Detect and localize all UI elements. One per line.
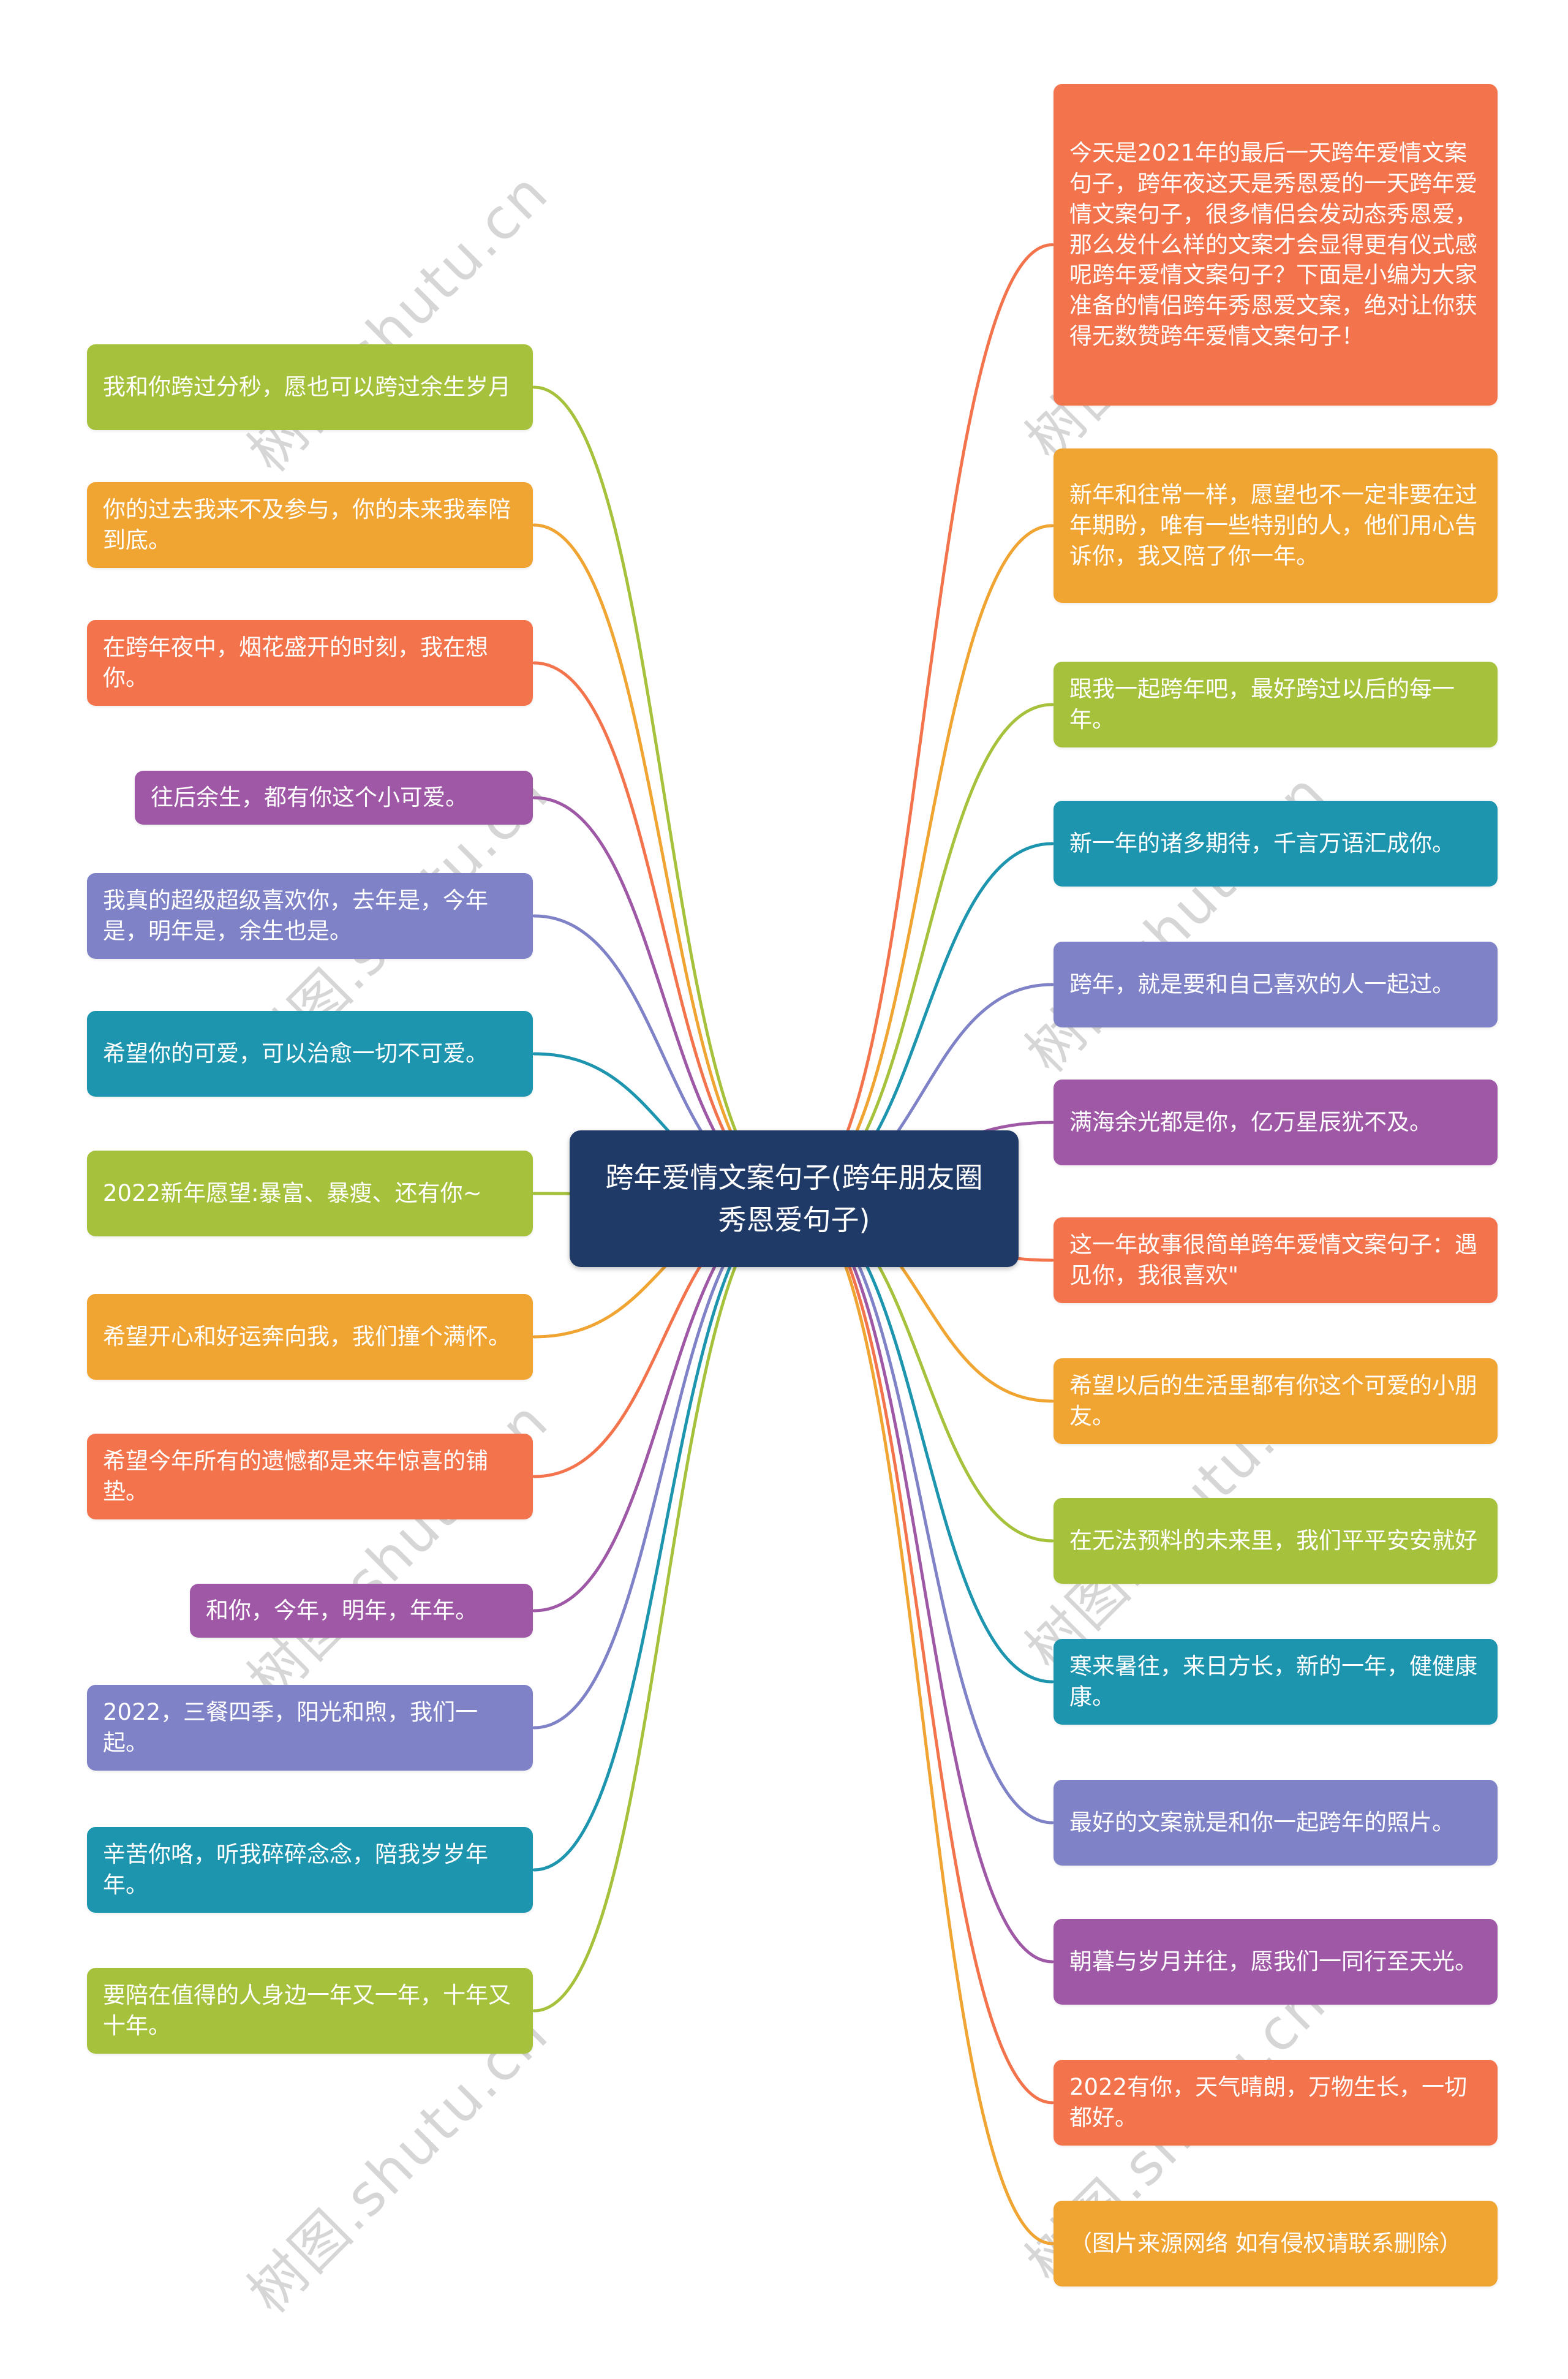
node-text: 满海余光都是你，亿万星辰犹不及。 — [1069, 1109, 1432, 1136]
mindmap-node-right-5[interactable]: 跨年，就是要和自己喜欢的人一起过。 — [1054, 942, 1498, 1027]
node-text: 希望开心和好运奔向我，我们撞个满怀。 — [103, 1323, 511, 1350]
node-text: 要陪在值得的人身边一年又一年，十年又十年。 — [103, 1982, 511, 2039]
node-text: 新一年的诸多期待，千言万语汇成你。 — [1069, 830, 1455, 857]
node-text: 跟我一起跨年吧，最好跨过以后的每一年。 — [1069, 676, 1455, 733]
connector-curve — [792, 1197, 1054, 2105]
central-topic-node[interactable]: 跨年爱情文案句子(跨年朋友圈秀恩爱句子) — [570, 1130, 1019, 1267]
mindmap-node-right-12[interactable]: 朝暮与岁月并往，愿我们一同行至天光。 — [1054, 1919, 1498, 2005]
mindmap-node-right-11[interactable]: 最好的文案就是和你一起跨年的照片。 — [1054, 1780, 1498, 1866]
node-text: 希望今年所有的遗憾都是来年惊喜的铺垫。 — [103, 1448, 488, 1505]
node-text: 希望以后的生活里都有你这个可爱的小朋友。 — [1069, 1372, 1477, 1429]
mindmap-node-left-2[interactable]: 你的过去我来不及参与，你的未来我奉陪到底。 — [87, 482, 533, 568]
mindmap-node-left-10[interactable]: 和你，今年，明年，年年。 — [190, 1584, 533, 1638]
mindmap-node-left-13[interactable]: 要陪在值得的人身边一年又一年，十年又十年。 — [87, 1968, 533, 2054]
connector-curve — [532, 385, 796, 1200]
mindmap-node-left-8[interactable]: 希望开心和好运奔向我，我们撞个满怀。 — [87, 1294, 533, 1380]
central-topic-label: 跨年爱情文案句子(跨年朋友圈秀恩爱句子) — [605, 1160, 983, 1236]
node-text: 辛苦你咯，听我碎碎念念，陪我岁岁年年。 — [103, 1841, 488, 1898]
node-text: 朝暮与岁月并往，愿我们一同行至天光。 — [1069, 1948, 1477, 1975]
node-text: 我和你跨过分秒，愿也可以跨过余生岁月 — [103, 374, 511, 401]
mindmap-node-right-10[interactable]: 寒来暑往，来日方长，新的一年，健健康康。 — [1054, 1639, 1498, 1725]
node-text: 新年和往常一样，愿望也不一定非要在过年期盼，唯有一些特别的人，他们用心告诉你，我… — [1069, 482, 1477, 569]
mindmap-node-left-9[interactable]: 希望今年所有的遗憾都是来年惊喜的铺垫。 — [87, 1434, 533, 1519]
node-text: 你的过去我来不及参与，你的未来我奉陪到底。 — [103, 496, 511, 553]
node-text: 这一年故事很简单跨年爱情文案句子：遇见你，我很喜欢" — [1069, 1231, 1477, 1288]
mindmap-node-left-5[interactable]: 我真的超级超级喜欢你，去年是，今年是，明年是，余生也是。 — [87, 873, 533, 959]
mindmap-node-right-14[interactable]: （图片来源网络 如有侵权请联系删除） — [1054, 2201, 1498, 2286]
mindmap-node-right-3[interactable]: 跟我一起跨年吧，最好跨过以后的每一年。 — [1054, 662, 1498, 747]
mindmap-node-left-6[interactable]: 希望你的可爱，可以治愈一切不可爱。 — [87, 1011, 533, 1097]
node-text: 跨年，就是要和自己喜欢的人一起过。 — [1069, 971, 1455, 998]
node-text: 往后余生，都有你这个小可爱。 — [151, 784, 468, 811]
node-text: 在跨年夜中，烟花盛开的时刻，我在想你。 — [103, 634, 488, 691]
mindmap-node-left-11[interactable]: 2022，三餐四季，阳光和煦，我们一起。 — [87, 1685, 533, 1771]
mindmap-node-right-2[interactable]: 新年和往常一样，愿望也不一定非要在过年期盼，唯有一些特别的人，他们用心告诉你，我… — [1054, 448, 1498, 603]
node-text: （图片来源网络 如有侵权请联系删除） — [1069, 2230, 1462, 2257]
mindmap-node-right-6[interactable]: 满海余光都是你，亿万星辰犹不及。 — [1054, 1080, 1498, 1165]
mindmap-node-left-1[interactable]: 我和你跨过分秒，愿也可以跨过余生岁月 — [87, 344, 533, 430]
mindmap-node-left-4[interactable]: 往后余生，都有你这个小可爱。 — [135, 771, 533, 825]
mindmap-node-right-13[interactable]: 2022有你，天气晴朗，万物生长，一切都好。 — [1054, 2060, 1498, 2146]
mindmap-node-right-4[interactable]: 新一年的诸多期待，千言万语汇成你。 — [1054, 801, 1498, 887]
connector-curve — [532, 523, 796, 1200]
node-text: 我真的超级超级喜欢你，去年是，今年是，明年是，余生也是。 — [103, 887, 488, 944]
mindmap-node-right-7[interactable]: 这一年故事很简单跨年爱情文案句子：遇见你，我很喜欢" — [1054, 1217, 1498, 1303]
mindmap-node-right-1[interactable]: 今天是2021年的最后一天跨年爱情文案句子，跨年夜这天是秀恩爱的一天跨年爱情文案… — [1054, 84, 1498, 406]
mindmap-node-right-8[interactable]: 希望以后的生活里都有你这个可爱的小朋友。 — [1054, 1358, 1498, 1444]
connector-curve — [532, 661, 796, 1200]
node-text: 最好的文案就是和你一起跨年的照片。 — [1069, 1809, 1455, 1836]
connector-curve — [792, 1197, 1054, 1964]
mindmap-node-right-9[interactable]: 在无法预料的未来里，我们平平安安就好 — [1054, 1498, 1498, 1584]
connector-curve — [532, 1197, 796, 1730]
node-text: 希望你的可爱，可以治愈一切不可爱。 — [103, 1040, 488, 1067]
connector-curve — [792, 524, 1054, 1200]
connector-curve — [792, 1197, 1054, 2245]
node-text: 今天是2021年的最后一天跨年爱情文案句子，跨年夜这天是秀恩爱的一天跨年爱情文案… — [1069, 139, 1477, 350]
connector-curve — [792, 1197, 1054, 1684]
node-text: 和你，今年，明年，年年。 — [206, 1597, 478, 1624]
node-text: 在无法预料的未来里，我们平平安安就好 — [1069, 1527, 1477, 1554]
node-text: 2022，三餐四季，阳光和煦，我们一起。 — [103, 1699, 478, 1756]
connector-curve — [532, 1197, 796, 1872]
node-text: 2022有你，天气晴朗，万物生长，一切都好。 — [1069, 2074, 1468, 2131]
node-text: 寒来暑往，来日方长，新的一年，健健康康。 — [1069, 1653, 1477, 1710]
mindmap-node-left-3[interactable]: 在跨年夜中，烟花盛开的时刻，我在想你。 — [87, 620, 533, 706]
node-text: 2022新年愿望:暴富、暴瘦、还有你~ — [103, 1180, 482, 1207]
mindmap-node-left-7[interactable]: 2022新年愿望:暴富、暴瘦、还有你~ — [87, 1151, 533, 1236]
connector-curve — [532, 1197, 796, 2013]
mindmap-node-left-12[interactable]: 辛苦你咯，听我碎碎念念，陪我岁岁年年。 — [87, 1827, 533, 1913]
